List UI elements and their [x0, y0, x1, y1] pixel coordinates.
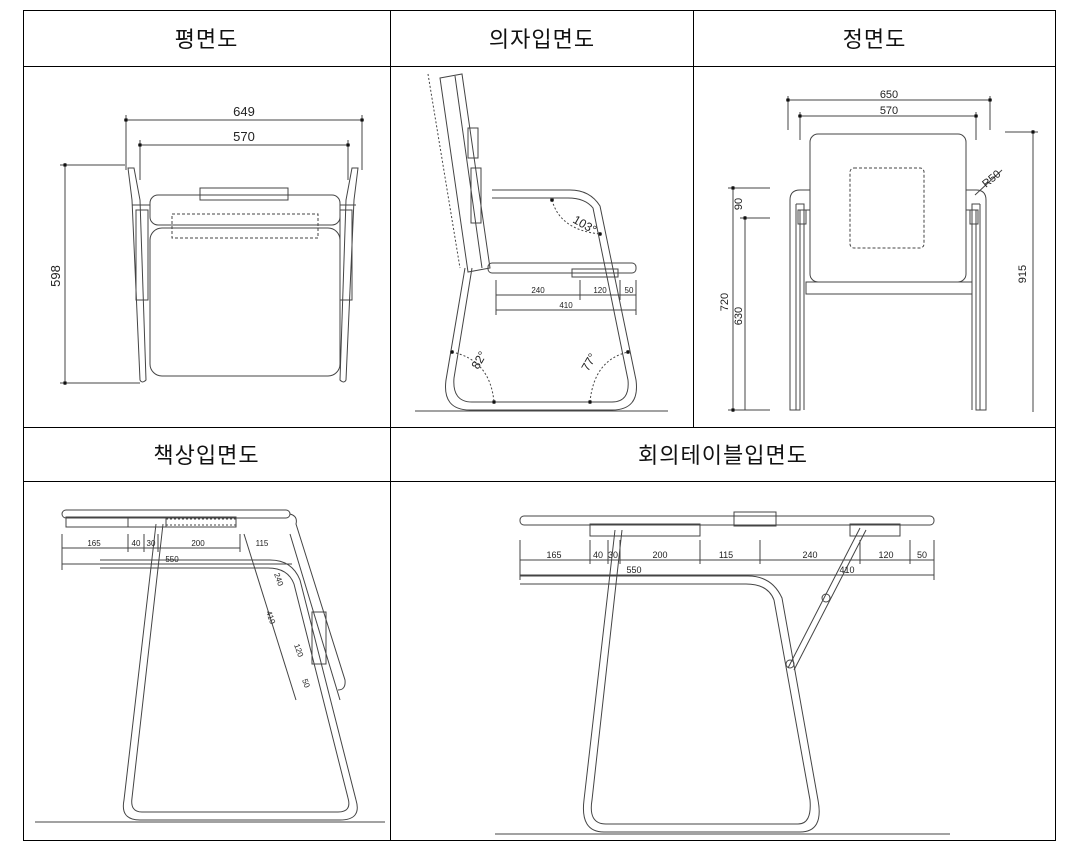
front-dim-570: 570 [880, 105, 898, 117]
desk-dim-115: 115 [256, 539, 269, 548]
desk-dim-30: 30 [147, 539, 156, 548]
table-dim-165: 165 [546, 550, 561, 560]
table-dim-240: 240 [802, 550, 817, 560]
desk-dim-165: 165 [87, 539, 101, 548]
title-desk-side: 책상입면도 [153, 444, 260, 469]
desk-dim-550: 550 [165, 555, 179, 564]
chair-dim-410: 410 [559, 301, 573, 310]
plan-dim-outer: 649 [233, 104, 255, 119]
plan-dims: 649 570 598 [48, 104, 255, 287]
front-dims: 650 570 915 720 630 90 R50 [719, 89, 1029, 325]
chair-angle-rear: 77° [578, 351, 599, 374]
table-dim-40: 40 [593, 550, 603, 560]
plan-drawing [60, 115, 364, 385]
desk-side-dims: 165 40 30 200 115 550 240 410 120 50 [87, 539, 311, 690]
desk-dim-240: 240 [272, 572, 285, 588]
table-dim-410: 410 [839, 565, 854, 575]
front-drawing [728, 96, 1038, 412]
table-dim-50: 50 [917, 550, 927, 560]
chair-dim-120: 120 [593, 286, 607, 295]
front-dim-630: 630 [733, 307, 745, 325]
front-dim-650: 650 [880, 89, 898, 101]
desk-dim-120: 120 [292, 643, 305, 659]
title-plan: 평면도 [174, 28, 239, 53]
table-side-dims: 165 40 30 200 115 550 240 120 50 410 [546, 550, 927, 575]
desk-side-drawing [35, 509, 385, 823]
desk-dim-40: 40 [132, 539, 141, 548]
chair-dim-240: 240 [531, 286, 545, 295]
desk-dim-410: 410 [264, 610, 277, 626]
table-dim-120: 120 [878, 550, 893, 560]
table-dim-200: 200 [652, 550, 667, 560]
plan-dim-inner: 570 [233, 129, 255, 144]
title-chair-side: 의자입면도 [488, 28, 596, 53]
chair-dim-50: 50 [625, 286, 634, 295]
chair-angle-front: 82° [468, 349, 489, 372]
table-dim-550: 550 [626, 565, 641, 575]
table-dim-30: 30 [608, 550, 618, 560]
front-dim-720: 720 [719, 293, 731, 311]
front-dim-915: 915 [1017, 265, 1029, 283]
front-dim-90: 90 [733, 198, 745, 210]
desk-dim-200: 200 [191, 539, 205, 548]
table-grid [23, 10, 1056, 841]
chair-side-drawing [415, 73, 668, 412]
chair-side-dims: 240 120 50 410 103° 82° 77° [468, 212, 634, 373]
desk-dim-50: 50 [300, 678, 312, 690]
plan-dim-depth: 598 [48, 265, 63, 287]
title-table-side: 회의테이블입면도 [638, 444, 808, 469]
table-side-drawing [495, 511, 950, 835]
table-dim-115: 115 [719, 550, 733, 560]
title-front: 정면도 [842, 28, 907, 53]
